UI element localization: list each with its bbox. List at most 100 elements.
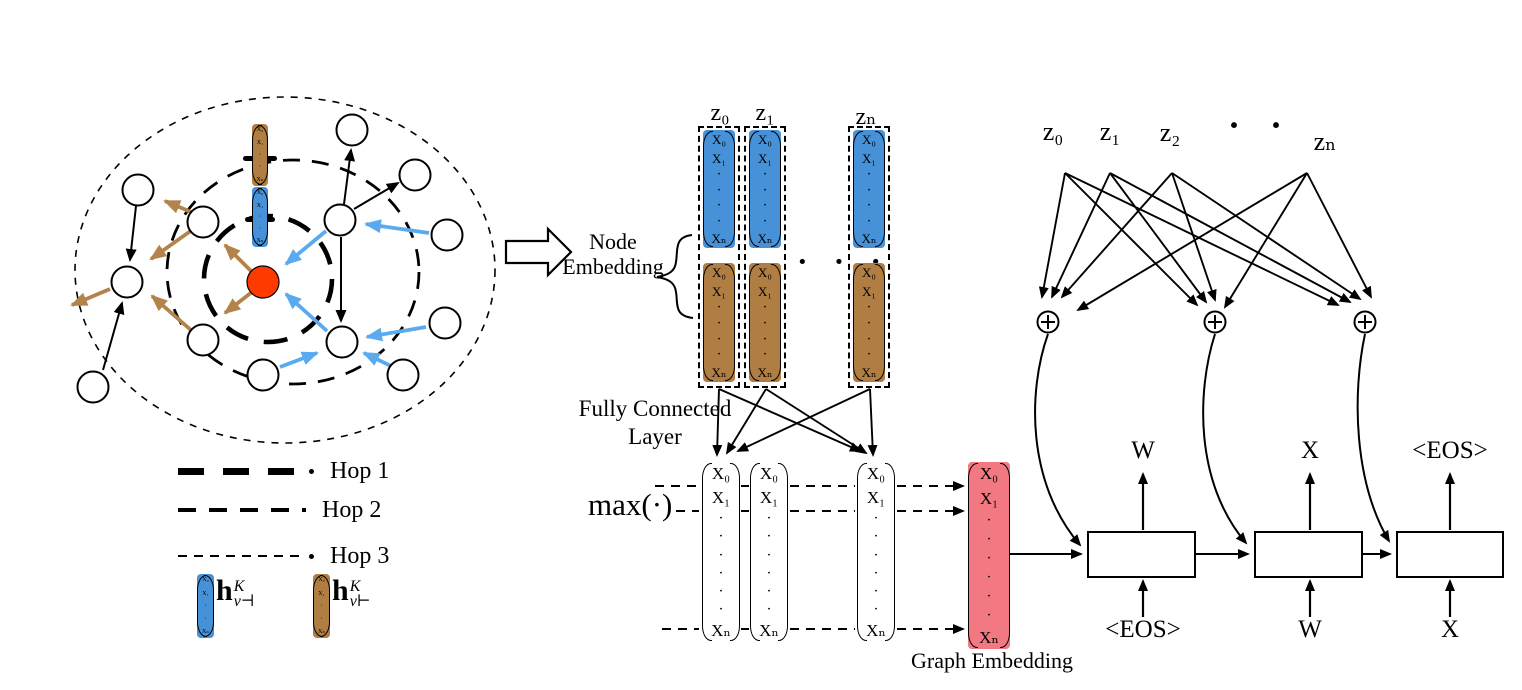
vector-cell: X₁ xyxy=(712,283,726,299)
vector-cell: X₁ xyxy=(256,140,264,146)
vector-cell: · xyxy=(874,512,878,525)
vector-cell: · xyxy=(767,602,771,615)
vector-cell: · xyxy=(719,584,723,597)
vector-cell: X₁ xyxy=(256,202,264,209)
vector-cell: Xₙ xyxy=(861,364,877,380)
vector-cell: Xₙ xyxy=(759,621,779,640)
vector-cell: Xₙ xyxy=(256,238,264,244)
vector-cell: · xyxy=(867,349,871,361)
vector-cell: X₁ xyxy=(979,489,999,508)
vector-cell: · xyxy=(767,584,771,597)
vector-cell: · xyxy=(987,590,991,602)
vector-cell: · xyxy=(987,571,991,583)
vector-cell: X₀ xyxy=(862,265,876,280)
vector-cell: · xyxy=(767,566,771,579)
vector-fill xyxy=(197,574,214,638)
vector-cell: · xyxy=(763,169,767,180)
max-pool-label: max(·) xyxy=(588,487,673,522)
vector-cell: X₁ xyxy=(712,150,726,166)
decoder-z-label: z₁ xyxy=(1099,117,1121,146)
vector-cell: · xyxy=(874,584,878,597)
legend-label: Hop 3 xyxy=(330,542,390,569)
vector-cell: · xyxy=(763,333,767,345)
vector-cell: X₀ xyxy=(862,132,876,147)
legend-label: Hop 1 xyxy=(330,457,390,484)
graph-black-arrows xyxy=(102,148,400,371)
decoder-input-label: W xyxy=(1298,616,1322,643)
target-node xyxy=(246,265,280,299)
vector-cell: · xyxy=(717,200,721,211)
legend-dash-dot xyxy=(309,468,314,474)
decoder-output-label: <EOS> xyxy=(1412,437,1488,464)
vector-cell: Xₙ xyxy=(757,364,773,380)
vector-cell: Xₙ xyxy=(318,629,325,635)
vector-cell: · xyxy=(204,604,207,609)
decoder-z-label: zₙ xyxy=(1313,127,1337,156)
vector-cell: X₀ xyxy=(758,132,772,147)
embedding-column-label: zₙ xyxy=(855,104,877,130)
block-arrow-icon xyxy=(504,226,573,278)
embedding-column-box xyxy=(698,126,740,388)
vector-cell: · xyxy=(867,184,871,196)
node-embedding-label: Node Embedding xyxy=(538,229,688,280)
graph-brown-arrows xyxy=(70,199,254,333)
vector-cell: X₀ xyxy=(759,464,779,483)
vector-cell: Xₙ xyxy=(861,231,877,246)
vector-cell: · xyxy=(987,552,991,564)
vector-cell: · xyxy=(763,184,767,196)
vector-cell: · xyxy=(717,349,721,361)
vector-cell: · xyxy=(204,616,207,622)
decoder-z-label: z₂ xyxy=(1159,118,1181,147)
vector-cell: · xyxy=(763,215,767,227)
embedding-column-label: z₁ xyxy=(755,100,775,126)
vector-cell: · xyxy=(763,302,767,314)
embedding-column-label: z₀ xyxy=(710,100,730,126)
decoder-z-ellipsis-dot: · xyxy=(1228,105,1241,145)
vector-cell: · xyxy=(767,530,771,543)
legend-row: Hop 3 xyxy=(178,543,389,569)
vector-cell: · xyxy=(259,165,261,170)
h-subscript: v⊢ xyxy=(349,593,371,610)
fully-connected-line1: Fully Connected xyxy=(578,396,732,421)
vector-cell: · xyxy=(719,566,723,579)
vector-cell: X₀ xyxy=(758,265,772,280)
fully-connected-arrows xyxy=(712,388,878,457)
vector-cell: · xyxy=(867,215,871,227)
legend-dash-sample xyxy=(178,554,306,558)
vector-fill xyxy=(749,263,781,382)
vector-cell: · xyxy=(874,548,878,561)
vector-cell: Xₙ xyxy=(711,364,727,380)
vector-cell: · xyxy=(763,349,767,361)
vector-cell: Xₙ xyxy=(866,621,886,640)
decoder-output-label: W xyxy=(1131,437,1155,464)
fully-connected-label: Fully Connected Layer xyxy=(560,395,750,450)
decoder-cell-box xyxy=(1087,531,1504,578)
attention-fan-arrows xyxy=(1038,172,1372,312)
embedding-column-box xyxy=(744,126,786,388)
vector-cell: X₀ xyxy=(256,190,264,196)
vector-cell: · xyxy=(320,604,323,609)
vector-cell: · xyxy=(259,215,261,220)
vector-cell: · xyxy=(717,302,721,314)
vector-cell: Xₙ xyxy=(979,628,999,647)
vector-cell: X₀ xyxy=(318,577,325,583)
h-symbol: h xyxy=(216,574,233,607)
decoder-io-arrows xyxy=(1138,472,1455,617)
